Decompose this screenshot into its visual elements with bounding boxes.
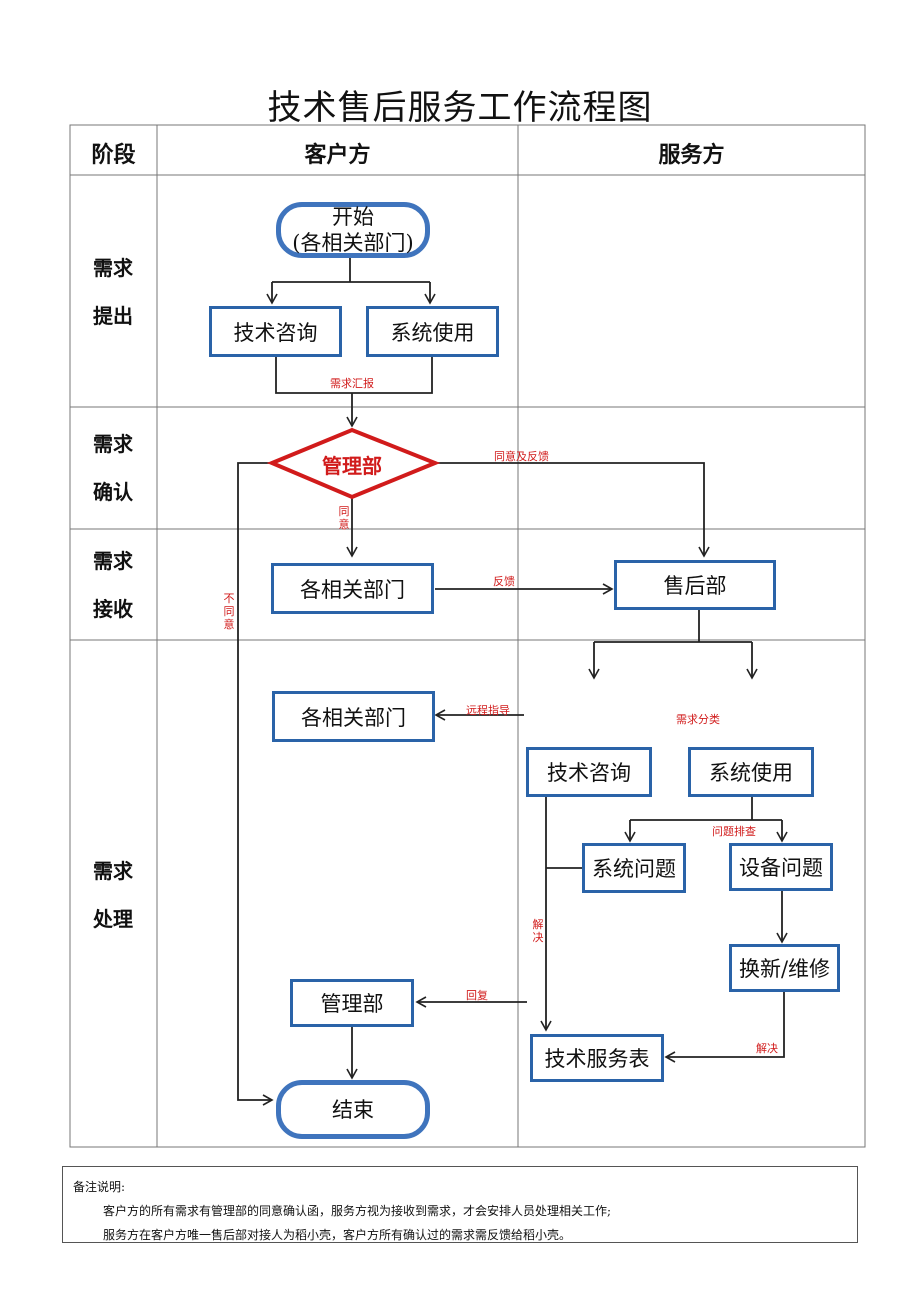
node-system-use: 系统使用 (366, 306, 499, 357)
notes-heading: 备注说明: (73, 1180, 126, 1194)
stage-label-confirm: 需求确认 (93, 432, 133, 504)
edge-label-agree-feedback: 同意及反馈 (494, 450, 549, 463)
node-replace-repair: 换新/维修 (729, 944, 840, 992)
connector-issue-check (630, 797, 782, 841)
connector-disagree (237, 462, 274, 1106)
edge-label-resolve-left: 解决 (532, 918, 544, 944)
edge-label-issue-check: 问题排查 (712, 825, 756, 838)
edge-label-demand-summary: 需求汇报 (330, 377, 374, 390)
node-departments-guide: 各相关部门 (272, 691, 435, 742)
edge-label-demand-classify: 需求分类 (676, 713, 720, 726)
start-terminal: 开始 (各相关部门) (276, 202, 430, 258)
edge-label-remote-guide: 远程指导 (466, 704, 510, 717)
connector-agree-feedback (435, 462, 710, 558)
connector-merge (275, 357, 433, 394)
end-terminal: 结束 (276, 1080, 430, 1139)
node-device-issue: 设备问题 (729, 843, 833, 891)
decision-diamond (266, 427, 441, 500)
edge-label-feedback: 反馈 (493, 575, 515, 588)
notes-line-2: 服务方在客户方唯一售后部对接人为稻小壳，客户方所有确认过的需求需反馈给稻小壳。 (103, 1228, 572, 1242)
node-svc-system-use: 系统使用 (688, 747, 814, 797)
connector-classify (594, 641, 752, 678)
edge-label-disagree: 不同意 (223, 592, 235, 631)
page-title: 技术售后服务工作流程图 (267, 88, 653, 128)
notes-box: 备注说明: 客户方的所有需求有管理部的同意确认函，服务方视为接收到需求，才会安排… (62, 1166, 858, 1243)
node-tech-consult: 技术咨询 (209, 306, 342, 357)
stage-label-request: 需求提出 (93, 256, 133, 328)
connector-split-tech (272, 281, 430, 303)
node-system-issue: 系统问题 (582, 843, 686, 893)
header-service: 服务方 (658, 142, 725, 168)
notes-line-1: 客户方的所有需求有管理部的同意确认函，服务方视为接收到需求，才会安排人员处理相关… (103, 1204, 612, 1218)
node-management-decision: 管理部 (322, 454, 382, 478)
header-customer: 客户方 (304, 142, 371, 168)
stage-label-process: 需求处理 (93, 859, 133, 931)
header-stage: 阶段 (91, 142, 136, 168)
node-management-reply: 管理部 (290, 979, 414, 1027)
edge-label-resolve-right: 解决 (756, 1042, 778, 1055)
edge-label-reply: 回复 (466, 989, 488, 1002)
table-grid (69, 124, 866, 1148)
connector-resolve-right (664, 992, 785, 1063)
node-departments: 各相关部门 (271, 563, 434, 614)
edge-label-agree: 同意 (338, 505, 350, 531)
stage-label-receive: 需求接收 (93, 549, 133, 621)
node-service-form: 技术服务表 (530, 1034, 664, 1082)
node-svc-tech-consult: 技术咨询 (526, 747, 652, 797)
node-after-sales: 售后部 (614, 560, 776, 610)
